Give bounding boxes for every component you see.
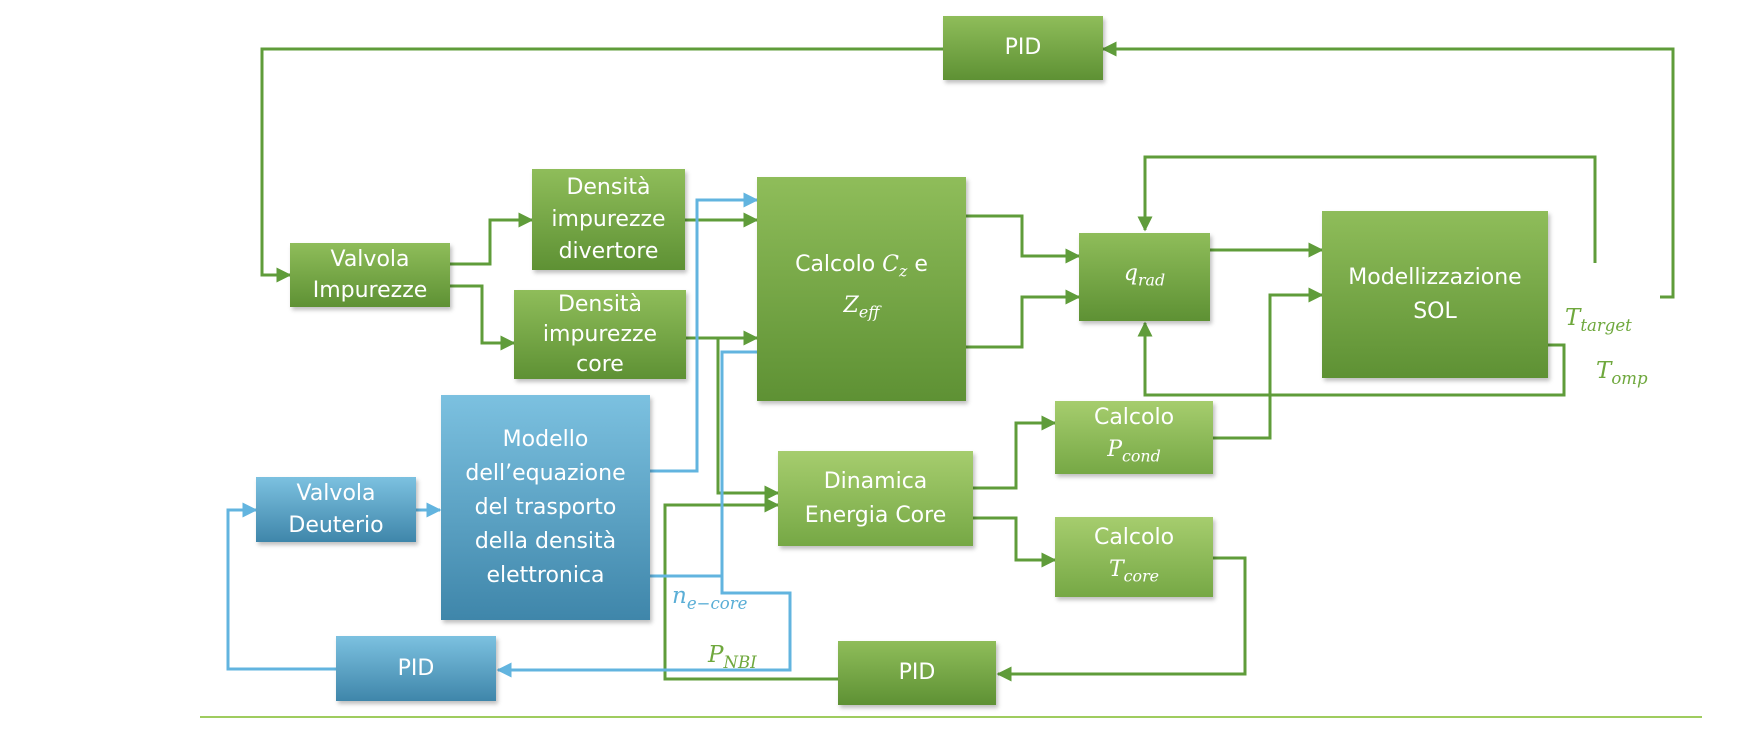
modello-line5: elettronica [486, 562, 605, 588]
pid-blue-label: PID [397, 655, 435, 681]
ne-core-label: ne−core [672, 583, 747, 613]
wire-pid-top-to-valvola [260, 47, 943, 283]
calcolo-tcore-block: Calcolo Tcore [1055, 517, 1213, 597]
wire-pid-blue-to-deuterio [226, 502, 336, 671]
modellizzazione-sol-block: Modellizzazione SOL [1322, 211, 1548, 378]
qrad-subscript: rad [1137, 270, 1166, 290]
zeff-symbol: Zeff [844, 289, 880, 330]
p-nbi-base: P [708, 642, 724, 668]
valvola-impurezze-block: Valvola Impurezze [290, 243, 450, 307]
modello-trasporto-block: Modello dell’equazione del trasporto del… [441, 395, 650, 620]
wire-tcore-to-pid-bottom [996, 556, 1247, 682]
pid-bottom-block: PID [838, 641, 996, 705]
pid-top-block: PID [943, 16, 1103, 80]
zeff-subscript: eff [858, 302, 880, 322]
densita-divertore-block: Densità impurezze divertore [532, 169, 685, 270]
ne-core-base: n [672, 583, 687, 609]
pcond-subscript: cond [1122, 446, 1161, 466]
wire-dinamica-to-tcore [973, 516, 1057, 568]
calcolo-cz-prefix: Calcolo [795, 252, 883, 278]
tcore-subscript: core [1123, 566, 1159, 586]
wire-core-to-dinamica [686, 336, 780, 501]
densita-core-block: Densità impurezze core [514, 290, 686, 379]
pid-bottom-label: PID [898, 660, 936, 685]
wire-dinamica-to-pcond [973, 415, 1057, 490]
valvola-deuterio-block: Valvola Deuterio [256, 477, 416, 542]
p-nbi-subscript: NBI [723, 652, 757, 672]
calcolo-pcond-block: Calcolo Pcond [1055, 401, 1213, 474]
wire-sol-feedback-top [1137, 155, 1597, 263]
modello-line2: dell’equazione [465, 460, 626, 486]
dinamica-energia-core-block: Dinamica Energia Core [778, 451, 973, 546]
qrad-symbol: qrad [1124, 257, 1165, 298]
tcore-base: T [1108, 556, 1124, 582]
dinamica-line2: Energia Core [804, 502, 947, 528]
qrad-base: q [1123, 260, 1138, 286]
valvola-deuterio-line1: Valvola [296, 480, 376, 506]
pcond-base: P [1107, 437, 1123, 463]
wire-sol-feedback-bottom [1137, 321, 1566, 397]
sol-line2: SOL [1413, 299, 1457, 324]
dinamica-line1: Dinamica [823, 468, 928, 494]
qrad-block: qrad [1079, 233, 1210, 321]
modello-line4: della densità [474, 528, 617, 554]
sol-line1: Modellizzazione [1348, 265, 1522, 290]
cz-symbol: Cz [882, 252, 907, 281]
tcore-line1: Calcolo [1093, 524, 1175, 550]
valvola-impurezze-line1: Valvola [330, 247, 410, 272]
densita-divertore-line2: impurezze [551, 206, 666, 232]
calcolo-cz-zeff-block: Calcolo Cz e Zeff [757, 177, 966, 401]
wire-calcolo-to-qrad-a [966, 214, 1081, 264]
densita-core-line1: Densità [557, 291, 643, 317]
t-omp-subscript: omp [1611, 368, 1648, 388]
wire-calcolo-to-qrad-b [966, 289, 1081, 349]
wire-modello-to-calcolo [650, 192, 759, 473]
ne-core-subscript: e−core [686, 593, 748, 613]
t-target-base: T [1565, 305, 1581, 331]
calcolo-cz-suffix: e [907, 252, 928, 278]
tcore-symbol: Tcore [1109, 554, 1159, 593]
densita-core-line3: core [576, 351, 624, 377]
t-target-label: Ttarget [1565, 305, 1632, 335]
densita-core-line2: impurezze [542, 321, 658, 347]
t-target-subscript: target [1580, 315, 1632, 335]
valvola-impurezze-line2: Impurezze [312, 278, 428, 303]
pcond-symbol: Pcond [1107, 434, 1161, 473]
wire-valvola-to-divertore [450, 212, 534, 266]
valvola-deuterio-line2: Deuterio [288, 512, 384, 538]
wire-pcond-to-sol [1213, 287, 1324, 440]
wire-valvola-to-core [450, 284, 516, 351]
p-nbi-label: PNBI [708, 642, 757, 672]
cz-base: C [882, 252, 900, 278]
wire-sol-to-pid-top [1101, 41, 1675, 299]
modello-line3: del trasporto [474, 494, 617, 520]
densita-divertore-line3: divertore [558, 238, 659, 264]
pcond-line1: Calcolo [1093, 405, 1175, 431]
zeff-base: Z [843, 293, 859, 318]
t-omp-label: Tomp [1596, 358, 1648, 388]
wire-modello-to-pid-blue [498, 350, 792, 670]
t-omp-base: T [1596, 358, 1612, 384]
calcolo-cz-line: Calcolo Cz e [795, 248, 928, 289]
pid-top-label: PID [1004, 35, 1042, 60]
densita-divertore-line1: Densità [566, 174, 651, 200]
modello-line1: Modello [502, 426, 589, 452]
cz-subscript: z [899, 262, 908, 281]
pid-blue-block: PID [336, 636, 496, 701]
